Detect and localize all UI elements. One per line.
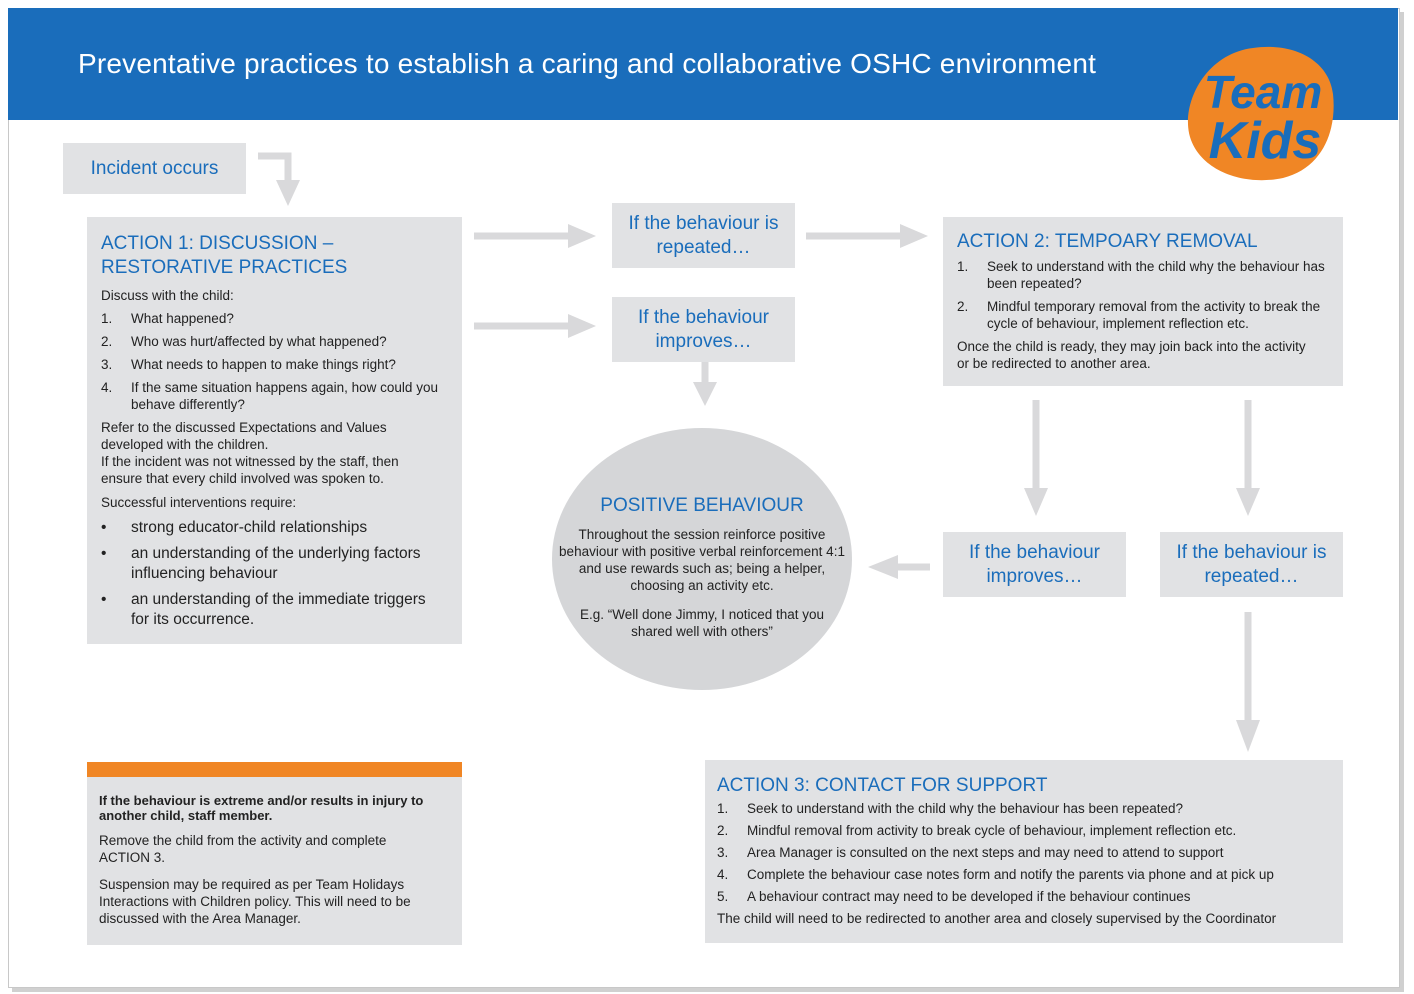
logo-text-team: Team (1204, 66, 1322, 118)
arrow-incident-to-action1 (258, 152, 292, 182)
action2-note: Once the child is ready, they may join b… (957, 339, 1306, 371)
cond-improves-right-label: If the behaviour improves… (969, 541, 1100, 587)
list-item: •strong educator-child relationships (101, 519, 368, 536)
cond-improves-top: If the behaviour improves… (612, 297, 795, 362)
teamkids-logo: Team Kids (1183, 42, 1335, 182)
positive-example: E.g. “Well done Jimmy, I noticed that yo… (579, 607, 825, 639)
positive-body: Throughout the session reinforce positiv… (559, 527, 845, 593)
action1-list: 1.What happened? 2.Who was hurt/affected… (101, 310, 448, 413)
logo-text-kids: Kids (1209, 112, 1322, 170)
positive-title: POSITIVE BEHAVIOUR (600, 495, 804, 516)
action3-title: ACTION 3: CONTACT FOR SUPPORT (717, 775, 1048, 796)
list-item: 1.Seek to understand with the child why … (957, 259, 1325, 291)
list-item: 3.Area Manager is consulted on the next … (717, 845, 1224, 860)
cond-repeated-right-label: If the behaviour is repeated… (1176, 541, 1327, 587)
extreme-box: If the behaviour is extreme and/or resul… (87, 777, 462, 945)
cond-improves-top-label: If the behaviour improves… (638, 306, 769, 352)
action2-title: ACTION 2: TEMPOARY REMOVAL (957, 231, 1258, 252)
page-title: Preventative practices to establish a ca… (78, 48, 1097, 79)
list-item: 3.What needs to happen to make things ri… (101, 357, 396, 372)
incident-box: Incident occurs (63, 143, 246, 194)
list-item: 1.What happened? (101, 311, 234, 326)
action3-note: The child will need to be redirected to … (717, 911, 1277, 926)
action1-success-intro: Successful interventions require: (101, 495, 297, 510)
action1-refer: Refer to the discussed Expectations and … (101, 420, 387, 452)
cond-repeated-top: If the behaviour is repeated… (612, 203, 795, 268)
list-item: 2.Mindful removal from activity to break… (717, 823, 1237, 838)
action3-list: 1.Seek to understand with the child why … (717, 800, 1331, 905)
action1-title-line2: RESTORATIVE PRACTICES (101, 257, 348, 278)
action1-box: ACTION 1: DISCUSSION – RESTORATIVE PRACT… (87, 217, 462, 644)
action2-list: 1.Seek to understand with the child why … (957, 258, 1329, 332)
action1-bullets: •strong educator-child relationships •an… (101, 518, 448, 630)
list-item: •an understanding of the underlying fact… (101, 545, 421, 582)
list-item: •an understanding of the immediate trigg… (101, 591, 426, 628)
extreme-heading: If the behaviour is extreme and/or resul… (99, 793, 424, 823)
action3-box: ACTION 3: CONTACT FOR SUPPORT 1.Seek to … (705, 760, 1343, 943)
action1-witness: If the incident was not witnessed by the… (101, 454, 399, 486)
list-item: 5.A behaviour contract may need to be de… (717, 889, 1191, 904)
teamkids-logo-graphic: Team Kids (1187, 46, 1334, 181)
cond-repeated-right: If the behaviour is repeated… (1160, 532, 1343, 597)
extreme-p1: Remove the child from the activity and c… (99, 833, 387, 865)
action2-box: ACTION 2: TEMPOARY REMOVAL 1.Seek to und… (943, 217, 1343, 386)
header-banner: Preventative practices to establish a ca… (8, 8, 1398, 120)
action1-title-line1: ACTION 1: DISCUSSION – (101, 233, 334, 254)
action1-intro: Discuss with the child: (101, 288, 234, 303)
extreme-accent-bar (87, 762, 462, 777)
list-item: 2.Who was hurt/affected by what happened… (101, 334, 387, 349)
list-item: 2.Mindful temporary removal from the act… (957, 299, 1321, 331)
list-item: 4.Complete the behaviour case notes form… (717, 867, 1274, 882)
list-item: 4.If the same situation happens again, h… (101, 380, 438, 412)
positive-behaviour-circle: POSITIVE BEHAVIOUR Throughout the sessio… (552, 428, 852, 690)
cond-improves-right: If the behaviour improves… (943, 532, 1126, 597)
list-item: 1.Seek to understand with the child why … (717, 801, 1184, 816)
extreme-p2: Suspension may be required as per Team H… (99, 877, 411, 926)
incident-label: Incident occurs (90, 157, 219, 179)
cond-repeated-top-label: If the behaviour is repeated… (628, 212, 779, 258)
